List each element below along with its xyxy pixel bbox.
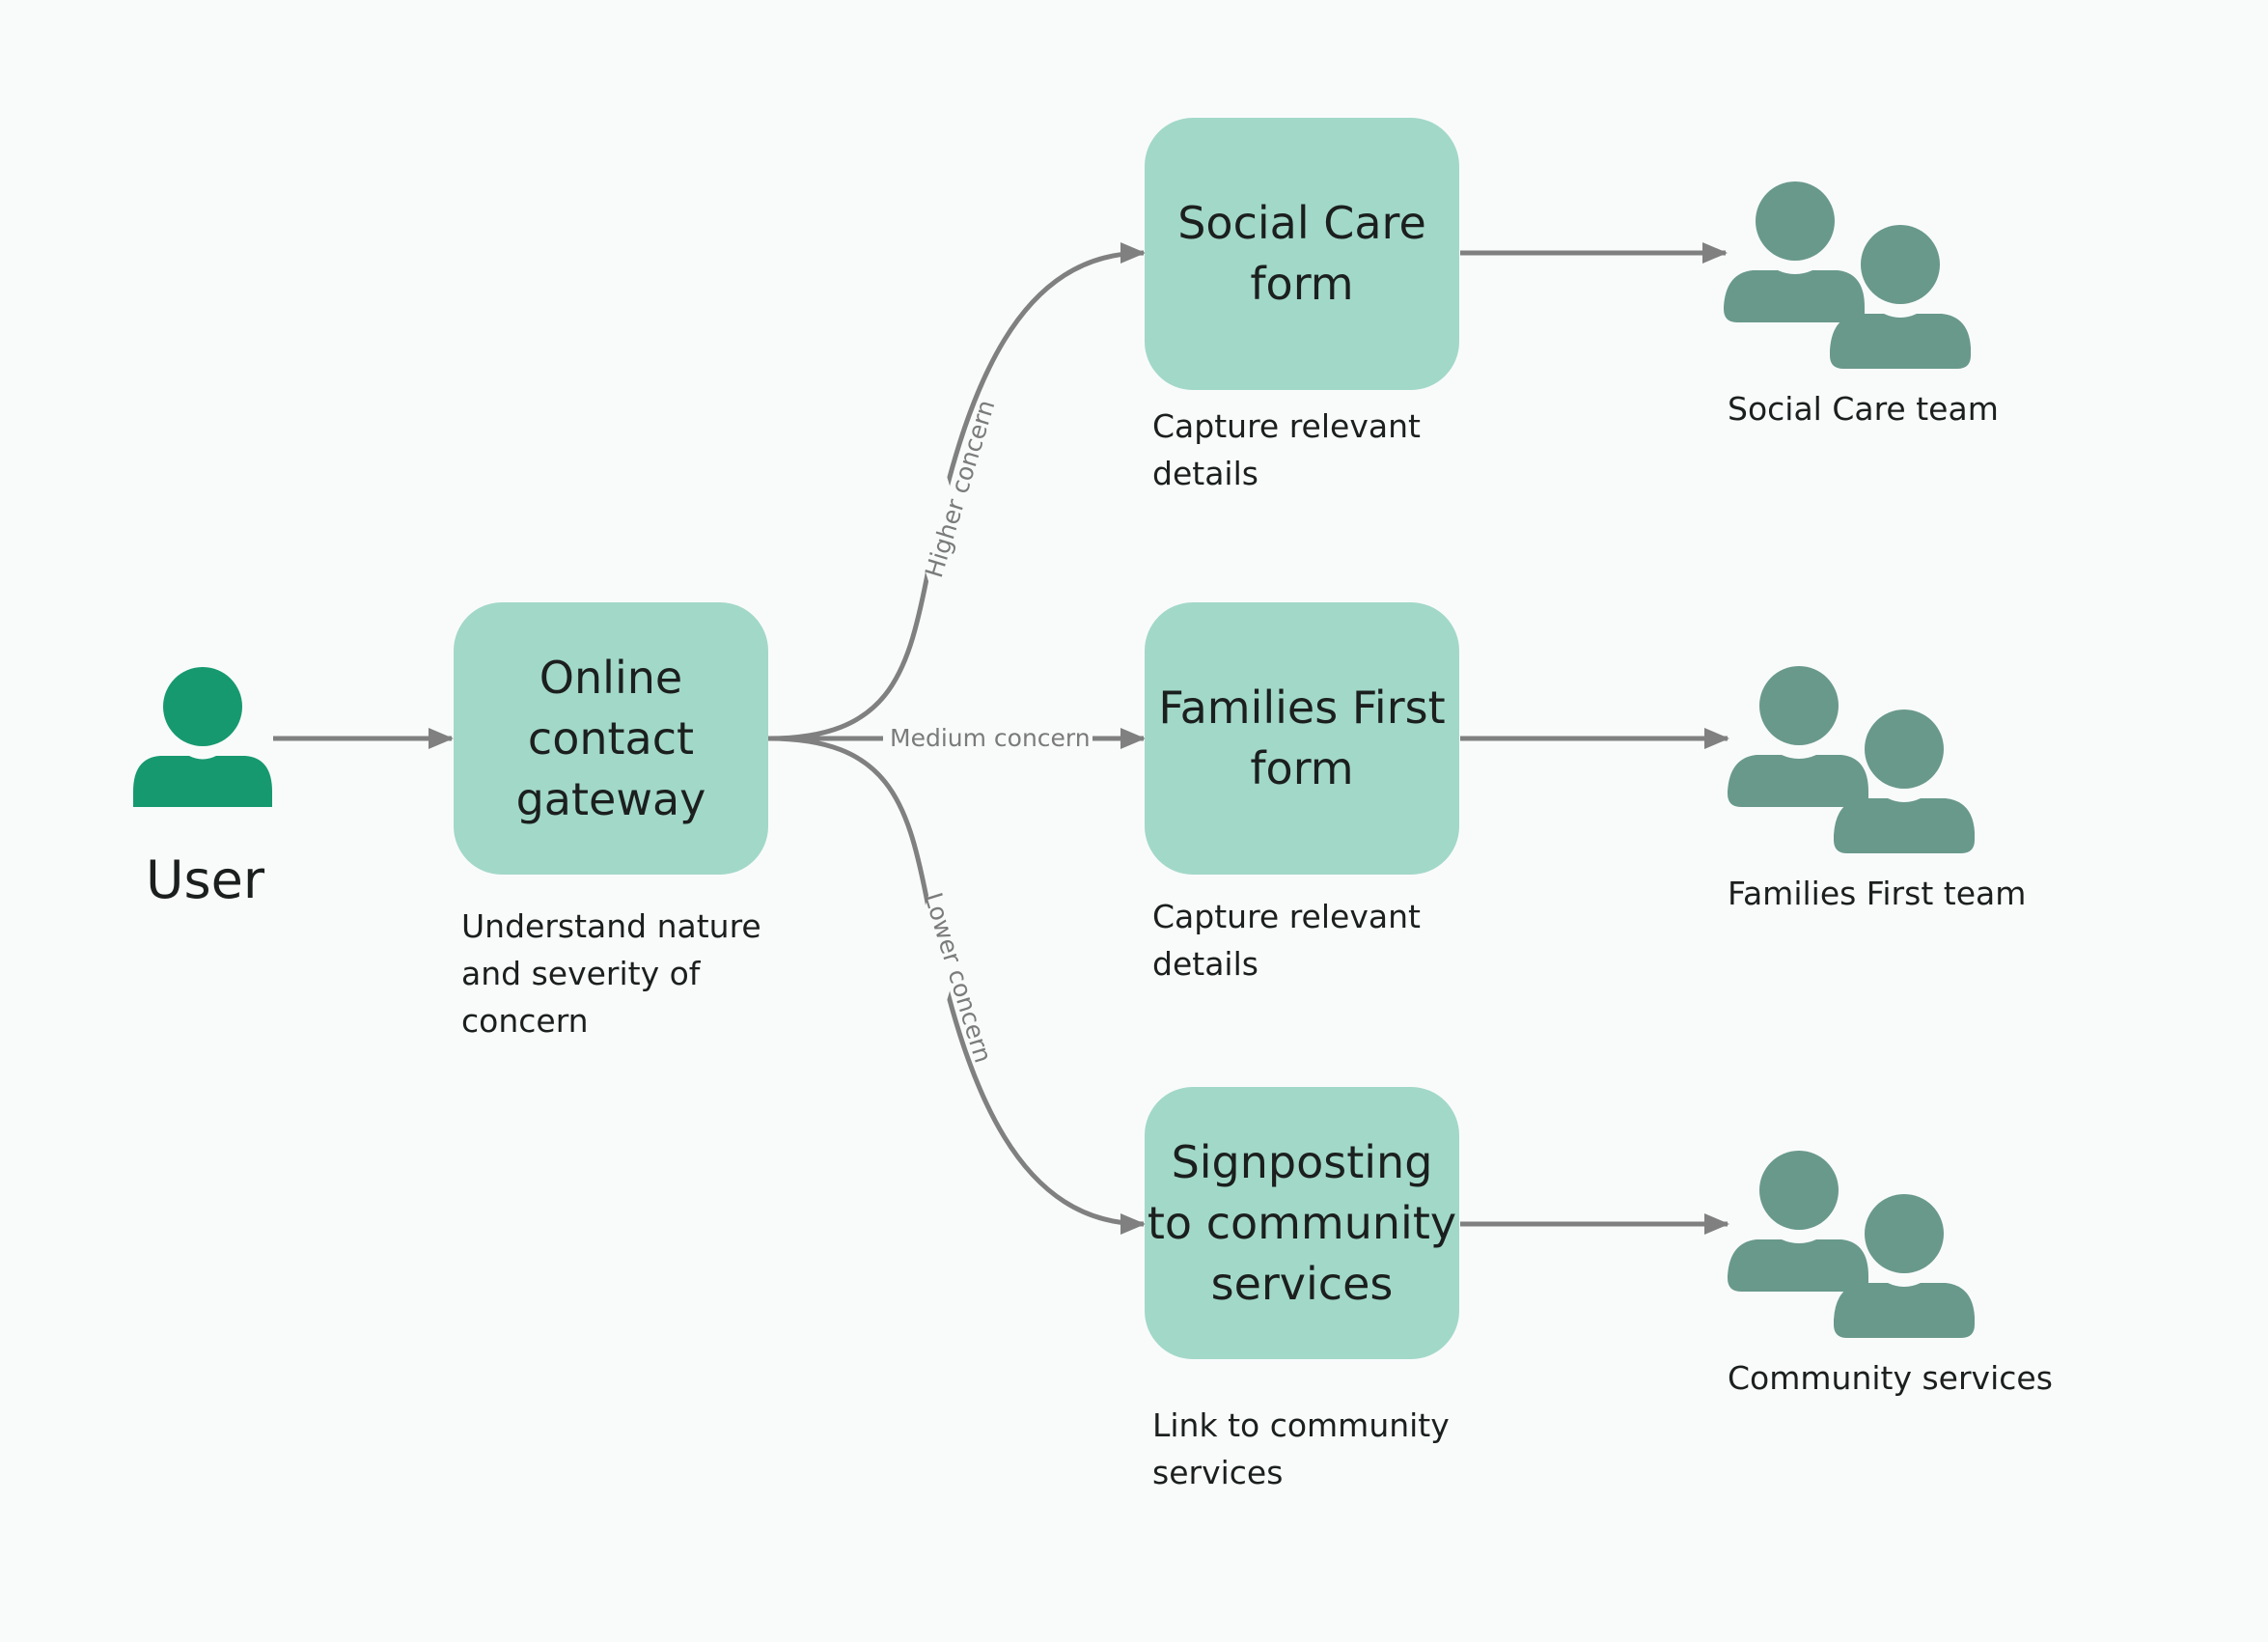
- group-icon: [1724, 181, 1971, 369]
- signposting-caption: Link to community services: [1152, 1406, 1450, 1491]
- gateway-title: Online contact gateway: [515, 651, 706, 825]
- gateway-caption: Understand nature and severity of concer…: [461, 907, 761, 1040]
- social-care-team-label: Social Care team: [1728, 390, 1999, 428]
- families-first-form-caption: Capture relevant details: [1152, 898, 1421, 983]
- social-care-form-box: Social Care form: [1145, 118, 1459, 390]
- social-care-form-caption: Capture relevant details: [1152, 407, 1421, 492]
- signposting-title: Signposting to community services: [1147, 1135, 1457, 1310]
- social-care-form-title: Social Care form: [1177, 197, 1426, 310]
- medium-concern-label: Medium concern: [890, 724, 1091, 752]
- group-icon: [1728, 666, 1975, 853]
- families-first-team-label: Families First team: [1728, 875, 2027, 912]
- person-icon: [133, 667, 272, 807]
- online-contact-gateway-box: Online contact gateway: [454, 602, 768, 875]
- community-services-label: Community services: [1728, 1359, 2053, 1397]
- group-icon: [1728, 1151, 1975, 1338]
- families-first-form-box: Families First form: [1145, 602, 1459, 875]
- signposting-box: Signposting to community services: [1145, 1087, 1459, 1359]
- families-first-form-title: Families First form: [1158, 682, 1446, 794]
- user-label: User: [146, 849, 265, 910]
